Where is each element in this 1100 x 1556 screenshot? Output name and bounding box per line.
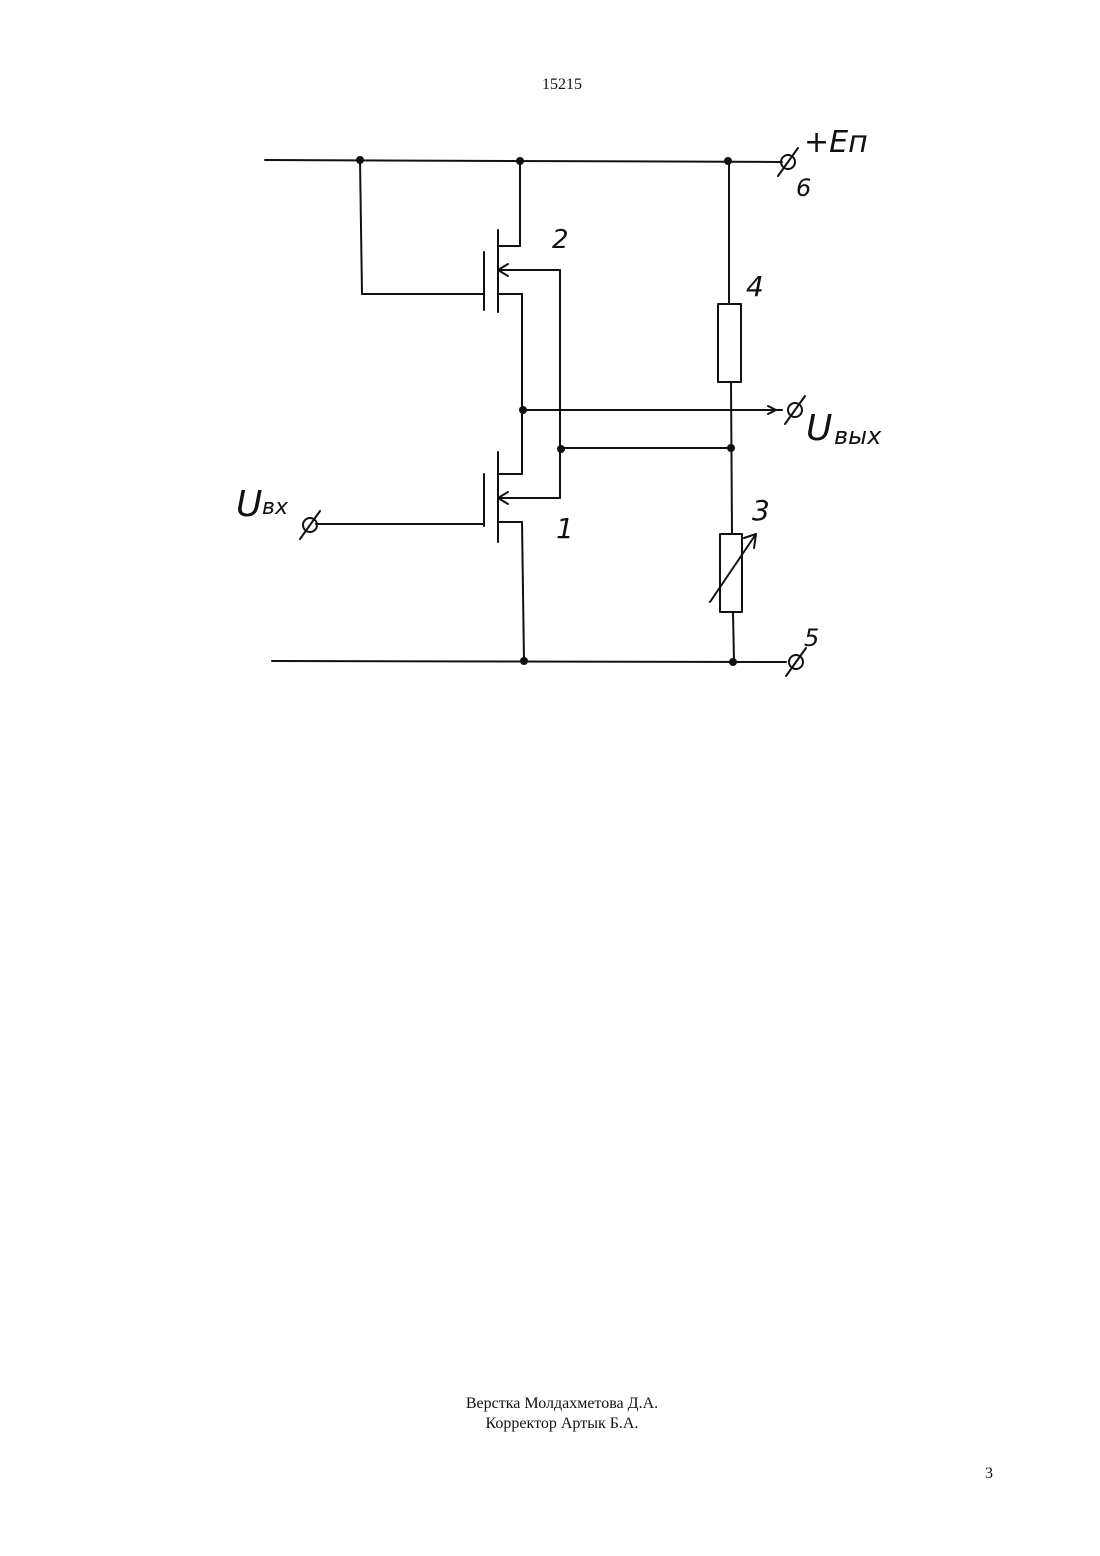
terminal-5-label: 5 (804, 624, 819, 652)
proof-credit: Корректор Артык Б.А. (0, 1414, 1100, 1434)
supply-label: +Eп (804, 125, 868, 160)
resistor-4 (718, 304, 741, 382)
resistor-4-label: 4 (746, 270, 764, 303)
credits-block: Верстка Молдахметова Д.А. Корректор Арты… (0, 1394, 1100, 1434)
input-label-sub: вх (262, 495, 289, 520)
terminal-6-symbol (778, 148, 798, 176)
transistor-1-label: 1 (556, 512, 574, 545)
gate2-supply-wire (360, 160, 484, 294)
resistor-3 (720, 534, 742, 612)
terminal-input-symbol (300, 511, 320, 539)
junction-dot (724, 157, 732, 165)
circuit-schematic: +Eп 6 2 4 U вых U вх 1 3 5 (0, 0, 1100, 720)
junction-dot (729, 658, 737, 666)
junction-dot (520, 657, 528, 665)
output-label-u: U (806, 408, 832, 449)
junction-dot (356, 156, 364, 164)
page-number: 3 (985, 1465, 993, 1483)
junction-dot (519, 406, 527, 414)
resistor-3-adjust-arrow (710, 534, 756, 602)
resistor-3-label: 3 (752, 494, 770, 527)
ground-rail (272, 661, 786, 662)
terminal-5-symbol (786, 648, 806, 676)
layout-credit: Верстка Молдахметова Д.А. (0, 1394, 1100, 1414)
junction-dot (557, 445, 565, 453)
junction-dot (516, 157, 524, 165)
terminal-6-label: 6 (796, 174, 811, 202)
input-label-u: U (236, 484, 262, 525)
transistor-1 (484, 410, 560, 661)
transistor-2 (484, 162, 560, 312)
output-label-sub: вых (834, 422, 882, 450)
transistor-2-label: 2 (552, 225, 569, 255)
terminal-output-symbol (785, 396, 805, 424)
junction-dot (727, 444, 735, 452)
